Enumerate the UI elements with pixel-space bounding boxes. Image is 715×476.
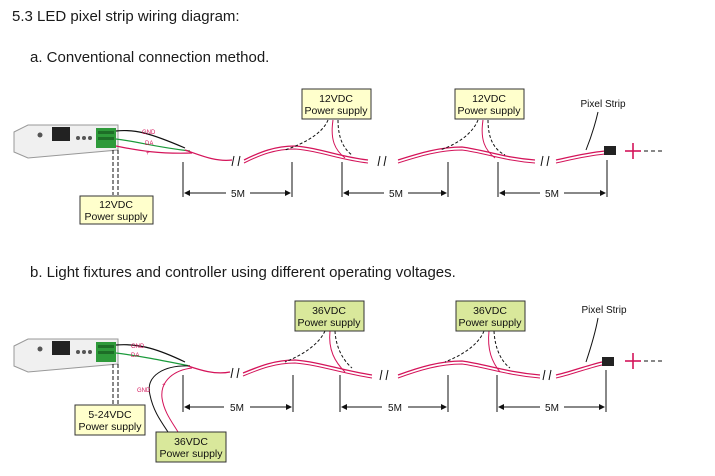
- length-label: 5M: [388, 403, 402, 414]
- svg-text:Power supply: Power supply: [304, 105, 368, 117]
- plus-icon: [625, 143, 664, 159]
- length-label: 5M: [231, 189, 245, 200]
- svg-text:5-24VDC: 5-24VDC: [88, 409, 132, 421]
- power-supply-box: 36VDC Power supply: [155, 431, 227, 463]
- svg-text:36VDC: 36VDC: [473, 305, 507, 317]
- controller-icon: [13, 124, 119, 159]
- wire-gnd: [115, 129, 186, 149]
- length-label: 5M: [230, 403, 244, 414]
- svg-text:Power supply: Power supply: [78, 421, 142, 433]
- end-connector: [602, 357, 614, 366]
- svg-text:Power supply: Power supply: [297, 317, 361, 329]
- svg-text:12VDC: 12VDC: [99, 199, 133, 211]
- power-supply-box: 36VDC Power supply: [294, 300, 365, 332]
- svg-text:36VDC: 36VDC: [174, 436, 208, 448]
- svg-text:36VDC: 36VDC: [312, 305, 346, 317]
- svg-text:Power supply: Power supply: [84, 211, 148, 223]
- svg-text:12VDC: 12VDC: [472, 93, 506, 105]
- length-label: 5M: [545, 189, 559, 200]
- wire-label-gnd: GND: [131, 344, 145, 350]
- svg-text:12VDC: 12VDC: [319, 93, 353, 105]
- wire-label-plus: +: [162, 383, 166, 389]
- plus-icon: [625, 353, 664, 369]
- power-supply-box: 12VDC Power supply: [79, 195, 154, 225]
- strip-label: Pixel Strip: [581, 305, 626, 316]
- power-supply-box: 12VDC Power supply: [454, 88, 525, 120]
- wire-label-plus: +: [146, 151, 150, 157]
- wire-da: [115, 138, 191, 152]
- supply-feeds: [284, 119, 506, 159]
- pixel-strip: [187, 359, 603, 379]
- wire-label-gnd: GND: [137, 388, 151, 394]
- power-supply-box: 36VDC Power supply: [455, 300, 526, 332]
- dimension-lines: [182, 160, 608, 197]
- svg-text:Power supply: Power supply: [458, 317, 522, 329]
- strip-label: Pixel Strip: [580, 99, 625, 110]
- controller-icon: [13, 338, 119, 373]
- section-a-heading: a. Conventional connection method.: [30, 49, 270, 66]
- wire-label-da: DA: [145, 141, 153, 147]
- wire-plus: [115, 145, 193, 154]
- wire-label-da: DA: [131, 353, 139, 359]
- end-connector: [604, 146, 616, 155]
- break-marks: [230, 367, 552, 381]
- dimension-lines: [182, 370, 607, 412]
- svg-text:Power supply: Power supply: [457, 105, 521, 117]
- length-label: 5M: [389, 189, 403, 200]
- length-label: 5M: [545, 403, 559, 414]
- power-supply-box: 5-24VDC Power supply: [74, 404, 146, 436]
- section-b-heading: b. Light fixtures and controller using d…: [30, 264, 456, 281]
- page-title: 5.3 LED pixel strip wiring diagram:: [12, 8, 240, 25]
- break-marks: [231, 155, 550, 167]
- power-supply-box: 12VDC Power supply: [301, 88, 372, 120]
- svg-text:Power supply: Power supply: [159, 448, 223, 460]
- wire-label-gnd: GND: [142, 130, 156, 136]
- supply-feeds: [284, 330, 511, 373]
